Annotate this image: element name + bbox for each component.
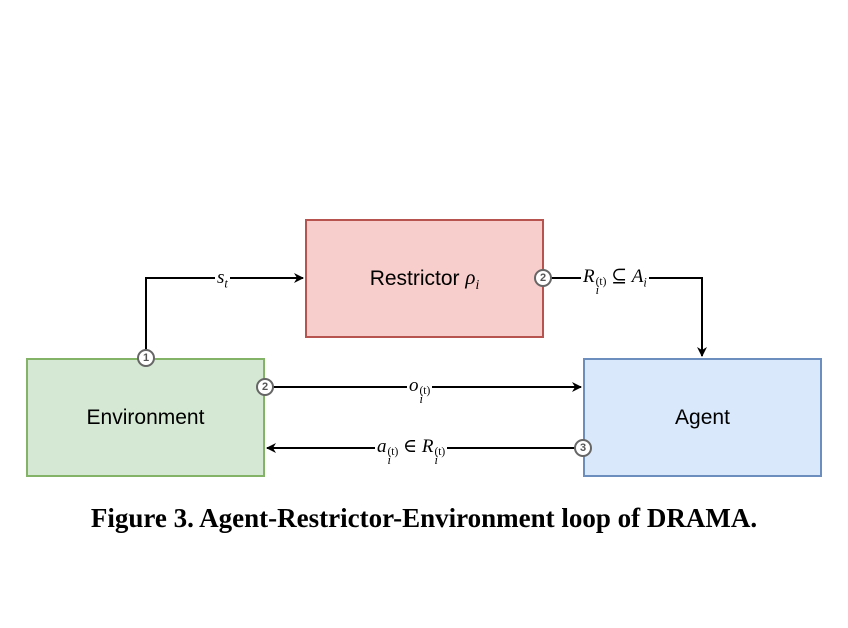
figure-caption: Figure 3. Agent-Restrictor-Environment l…	[90, 503, 758, 533]
state-label: st	[215, 267, 230, 295]
restrictor-right-port-badge: 2	[534, 269, 552, 287]
edge-state	[145, 273, 304, 358]
observation-label: o(t)i	[407, 375, 433, 407]
restrictor-symbol: ρi	[465, 264, 480, 292]
env-top-port-badge: 1	[137, 349, 155, 367]
restrictor-node: Restrictor ρi	[305, 219, 544, 338]
agent-left-port-badge: 3	[574, 439, 592, 457]
env-right-port-badge: 2	[256, 378, 274, 396]
action-label: a(t)i ∈ R(t)i	[375, 436, 448, 468]
environment-node: Environment	[26, 358, 265, 477]
restricted-set-label: R(t)i ⊆ Ai	[581, 266, 649, 298]
agent-label: Agent	[675, 405, 730, 429]
agent-node: Agent	[583, 358, 822, 477]
environment-label: Environment	[86, 405, 205, 429]
restrictor-label: Restrictor	[369, 266, 460, 290]
